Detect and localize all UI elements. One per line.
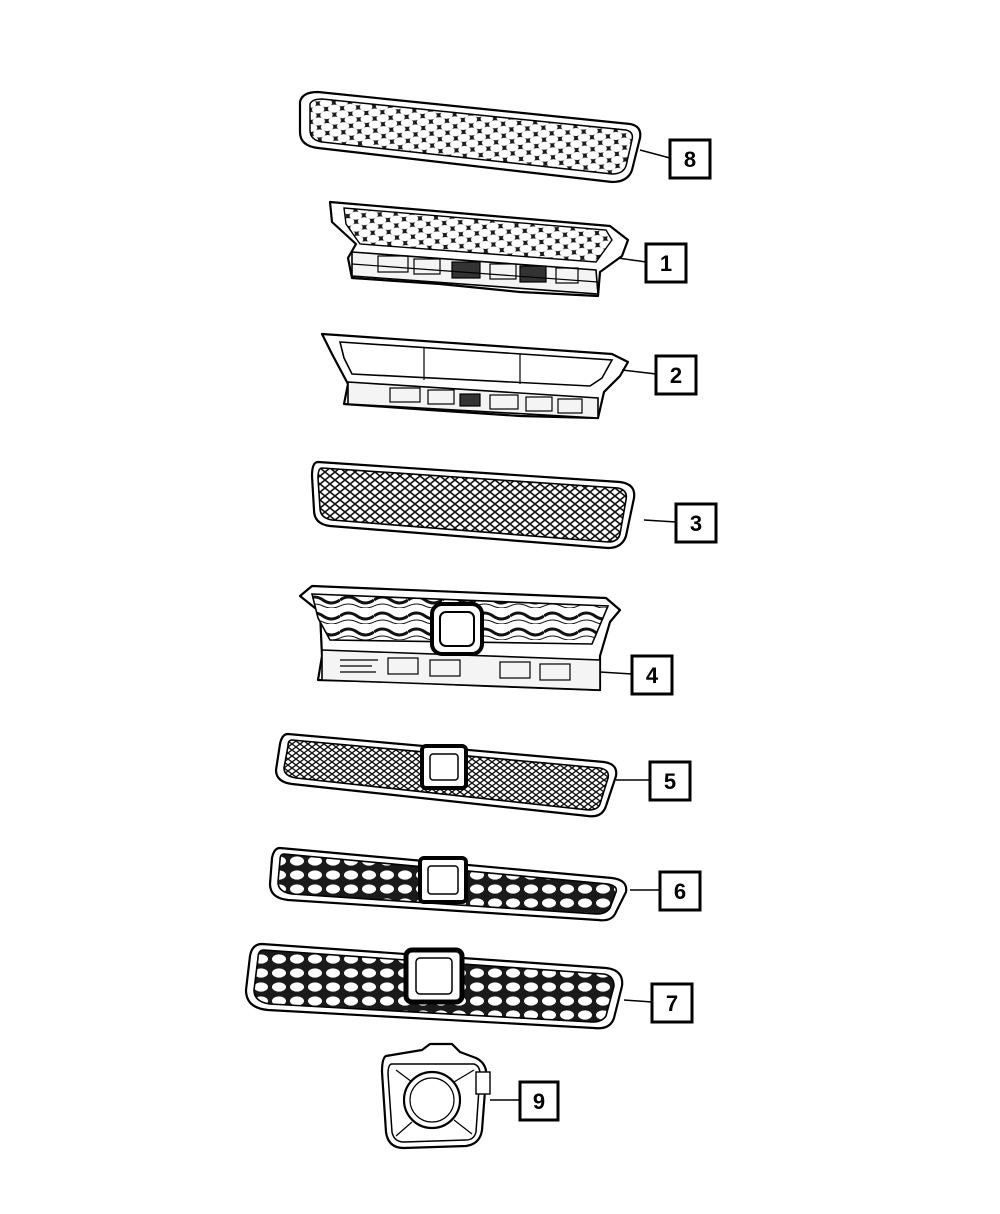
part-3-lower-mesh-grille (310, 460, 636, 550)
callout-3-label: 3 (690, 511, 702, 536)
part-6-honeycomb-grille-with-badge-opening (268, 846, 628, 922)
callout-6-label: 6 (674, 879, 686, 904)
callout-9: 9 (490, 1080, 560, 1122)
callout-7-label: 7 (666, 991, 678, 1016)
callout-7: 7 (623, 982, 694, 1024)
callout-9-label: 9 (533, 1089, 545, 1114)
callout-4-label: 4 (646, 663, 659, 688)
part-2-grille-frame (320, 332, 630, 420)
part-1-grille-assembly (328, 200, 630, 298)
callout-5-label: 5 (664, 769, 676, 794)
part-4-grille-assembly-with-badge (298, 584, 622, 692)
part-7-honeycomb-grille-with-badge-bezel (244, 942, 624, 1030)
callout-3: 3 (643, 502, 718, 544)
callout-1-label: 1 (660, 251, 672, 276)
callout-4: 4 (599, 654, 674, 696)
callout-8-label: 8 (684, 147, 696, 172)
callout-5: 5 (616, 760, 692, 802)
part-9-camera-bezel (380, 1042, 491, 1150)
callout-8: 8 (639, 138, 712, 180)
callout-6: 6 (630, 870, 702, 912)
callout-1: 1 (617, 242, 688, 284)
part-5-mesh-grille-with-badge-opening (274, 732, 618, 818)
callout-2-label: 2 (670, 363, 682, 388)
callout-2: 2 (621, 354, 698, 396)
part-8-upper-grille-insert (298, 90, 642, 184)
